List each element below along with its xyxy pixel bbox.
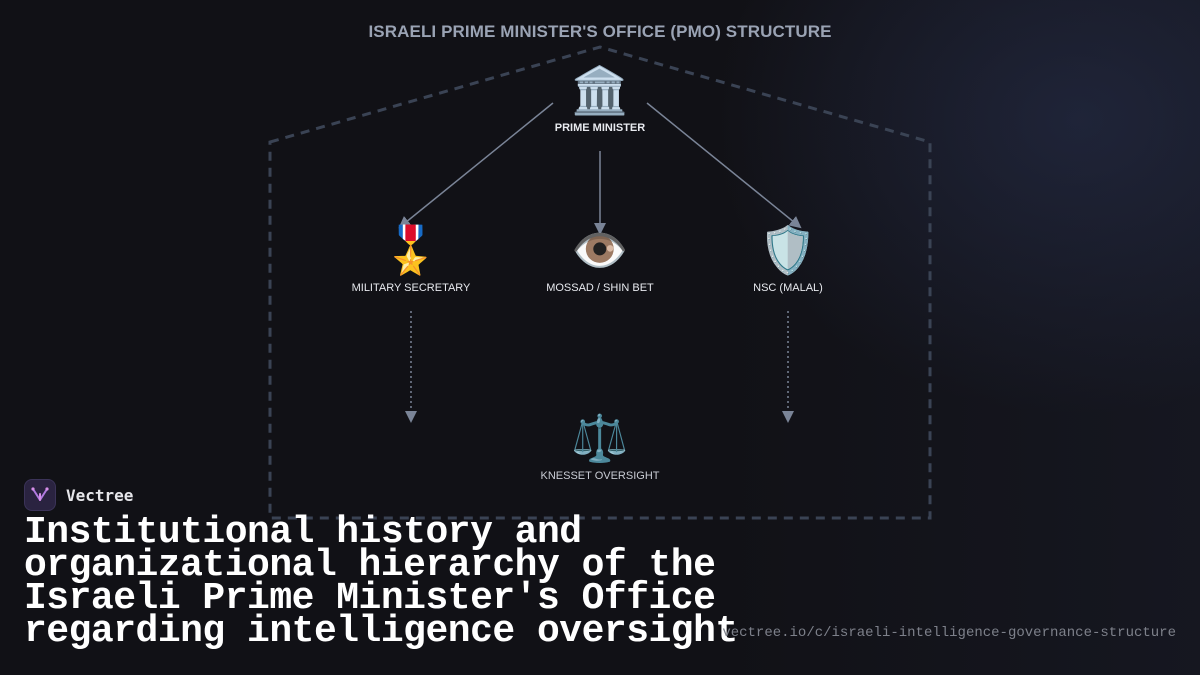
- military-medal-icon: 🎖️: [382, 224, 440, 276]
- node-label-knesset-oversight: KNESSET OVERSIGHT: [540, 470, 660, 482]
- diagram-title: ISRAELI PRIME MINISTER'S OFFICE (PMO) ST…: [368, 22, 832, 41]
- edge-pm-to-nsc: [646, 102, 802, 229]
- node-nsc: 🛡️ NSC (MALAL): [688, 224, 888, 294]
- node-label-military-secretary: MILITARY SECRETARY: [351, 282, 471, 294]
- vectree-logo-icon: [24, 479, 56, 511]
- brand-name: Vectree: [66, 485, 134, 505]
- classical-building-icon: 🏛️: [571, 64, 629, 116]
- node-mossad-shin-bet: 👁️ MOSSAD / SHIN BET: [500, 224, 700, 294]
- brand[interactable]: Vectree: [24, 479, 133, 511]
- node-label-prime-minister: PRIME MINISTER: [554, 122, 646, 134]
- balance-scale-icon: ⚖️: [571, 412, 629, 464]
- node-label-mossad-shin-bet: MOSSAD / SHIN BET: [546, 282, 654, 294]
- node-knesset-oversight: ⚖️ KNESSET OVERSIGHT: [500, 412, 700, 482]
- headline: Institutional history and organizational…: [24, 511, 738, 653]
- node-prime-minister: 🏛️ PRIME MINISTER: [500, 64, 700, 134]
- node-label-nsc: NSC (MALAL): [753, 282, 823, 294]
- page-url[interactable]: vectree.io/c/israeli-intelligence-govern…: [722, 625, 1176, 641]
- shield-icon: 🛡️: [759, 224, 817, 276]
- edge-pm-to-military-secretary: [398, 102, 554, 229]
- eye-icon: 👁️: [571, 224, 629, 276]
- node-military-secretary: 🎖️ MILITARY SECRETARY: [311, 224, 511, 294]
